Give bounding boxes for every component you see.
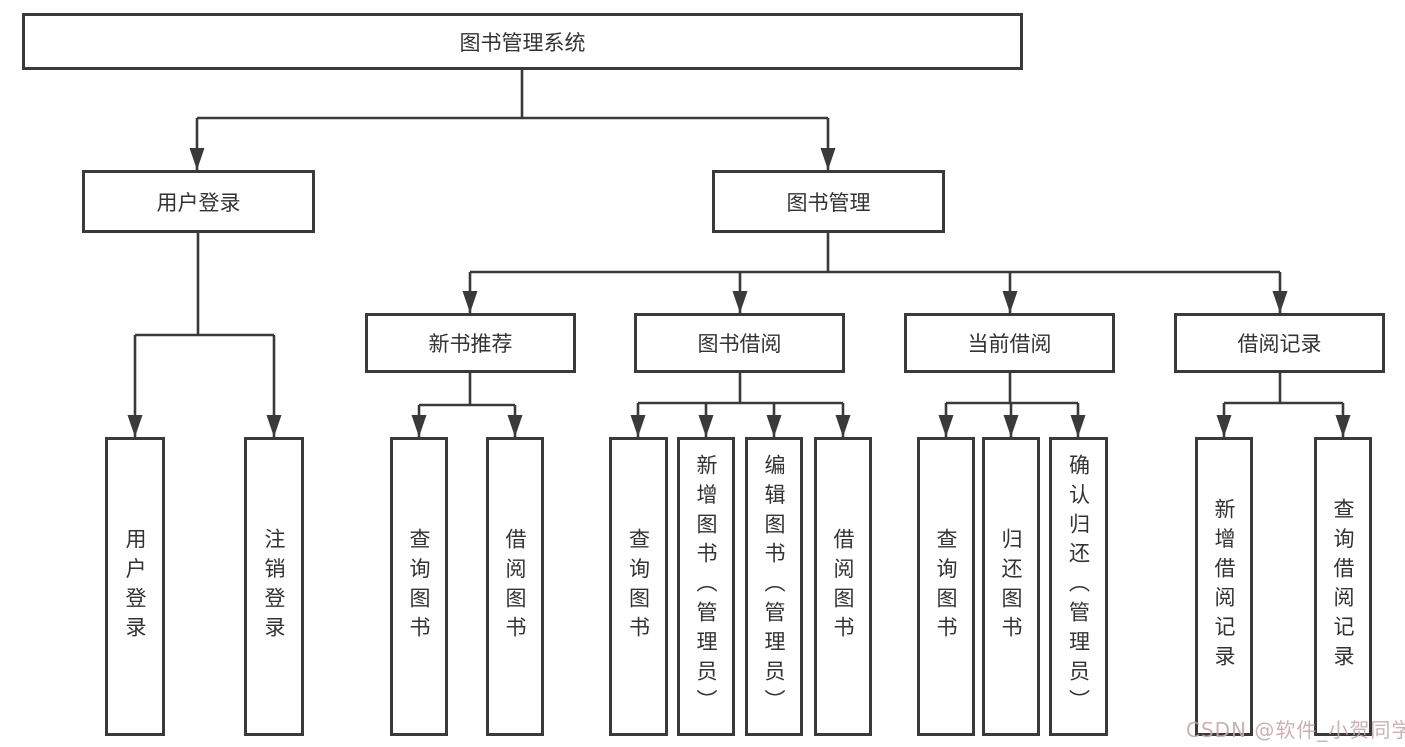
leaf-cur-confirm-return: 确认归还（管理员） <box>1049 437 1108 736</box>
leaf-cur-return-books: 归还图书 <box>982 437 1040 736</box>
leaf-bor-borrow-books: 借阅图书 <box>814 437 872 736</box>
node-book-borrow: 图书借阅 <box>634 313 845 373</box>
leaf-recd-query-record: 查询借阅记录 <box>1314 437 1372 736</box>
leaf-bor-add-books: 新增图书（管理员） <box>677 437 735 736</box>
connector-book-borrow <box>630 373 851 437</box>
node-new-book-rec: 新书推荐 <box>365 313 576 373</box>
leaf-bor-edit-books: 编辑图书（管理员） <box>745 437 803 736</box>
connector-book-mgmt <box>462 233 1288 313</box>
node-book-mgmt: 图书管理 <box>712 170 945 233</box>
leaf-rec-query-books: 查询图书 <box>390 437 448 736</box>
node-current-borrow: 当前借阅 <box>904 313 1115 373</box>
node-root: 图书管理系统 <box>22 13 1023 70</box>
connector-root <box>189 70 836 170</box>
leaf-rec-borrow-books: 借阅图书 <box>486 437 544 736</box>
connector-new-book-rec <box>411 373 523 437</box>
node-user-login: 用户登录 <box>82 170 315 233</box>
connector-current-borrow <box>938 373 1086 437</box>
node-borrow-records: 借阅记录 <box>1174 313 1385 373</box>
leaf-cur-query-books: 查询图书 <box>917 437 975 736</box>
leaf-logout: 注销登录 <box>244 437 304 736</box>
leaf-bor-query-books: 查询图书 <box>609 437 668 736</box>
connector-borrow-records <box>1216 373 1351 437</box>
leaf-recd-add-record: 新增借阅记录 <box>1195 437 1253 736</box>
leaf-user-login: 用户登录 <box>105 437 165 736</box>
csdn-watermark: CSDN @软件_小贺同学 <box>1186 718 1405 742</box>
connector-user-login <box>127 233 282 437</box>
